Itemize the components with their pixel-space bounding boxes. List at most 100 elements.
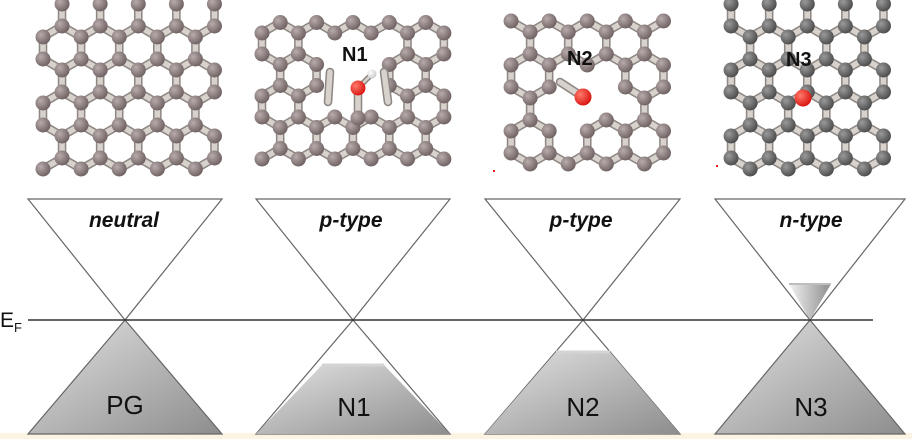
carbon-atom <box>345 141 361 156</box>
carbon-atom <box>206 62 222 78</box>
carbon-atom <box>598 24 614 40</box>
carbon-atom <box>856 117 872 133</box>
carbon-atom <box>111 29 127 45</box>
carbon-atom <box>149 95 165 111</box>
carbon-atom <box>780 117 796 133</box>
carbon-atom <box>130 150 146 166</box>
carbon-atom <box>381 15 397 30</box>
carbon-atom <box>418 78 434 93</box>
stray-mark <box>716 165 718 167</box>
carbon-atom <box>579 145 595 161</box>
n2-type-label: p-type <box>549 209 613 232</box>
carbon-atom <box>837 18 853 34</box>
carbon-atom <box>130 128 146 144</box>
carbon-atom <box>723 62 739 78</box>
carbon-atom <box>799 128 815 144</box>
n3-upper-cone <box>713 198 907 321</box>
hydrogen-atom <box>367 69 377 79</box>
carbon-atom <box>54 0 70 12</box>
carbon-atom <box>54 84 70 100</box>
carbon-atom <box>723 150 739 166</box>
carbon-atom <box>875 62 891 78</box>
carbon-atom <box>761 128 777 144</box>
carbon-atom <box>290 151 306 167</box>
carbon-atom <box>35 117 51 133</box>
carbon-atom <box>254 151 270 167</box>
carbon-atom <box>436 109 452 125</box>
nitrogen-atom <box>794 89 812 107</box>
carbon-atom <box>290 88 306 104</box>
carbon-atom <box>636 90 652 106</box>
carbon-atom <box>541 145 557 161</box>
carbon-atom <box>436 88 452 104</box>
carbon-atom <box>799 62 815 78</box>
carbon-atom <box>742 29 758 45</box>
carbon-atom <box>35 161 51 177</box>
carbon-atom <box>363 25 379 41</box>
carbon-atom <box>837 150 853 166</box>
carbon-atom <box>761 62 777 78</box>
carbon-atom <box>111 117 127 133</box>
carbon-atom <box>309 78 325 93</box>
carbon-atom <box>92 0 108 12</box>
carbon-atom <box>742 95 758 111</box>
n3-cone-label: N3 <box>794 392 827 422</box>
n1-upper-cone <box>254 198 452 321</box>
bottom-strip <box>0 433 912 439</box>
carbon-atom <box>73 117 89 133</box>
carbon-atom <box>522 24 538 40</box>
carbon-atom <box>206 18 222 34</box>
carbon-atom <box>418 57 434 72</box>
fermi-level-subscript: F <box>14 320 22 335</box>
carbon-atom <box>363 109 379 125</box>
carbon-atom <box>780 161 796 177</box>
carbon-atom <box>418 141 434 156</box>
carbon-atom <box>363 151 379 167</box>
n1-lower-cone <box>254 319 452 435</box>
carbon-atom <box>780 29 796 45</box>
carbon-atom <box>168 0 184 12</box>
carbon-atom <box>309 15 325 30</box>
n1-atom-label: N1 <box>342 44 368 66</box>
carbon-atom <box>655 79 671 95</box>
carbon-atom <box>168 62 184 78</box>
carbon-atom <box>503 13 519 29</box>
n1-cone-label: N1 <box>337 392 370 422</box>
n3-atom-label: N3 <box>786 49 812 71</box>
n3-filled-conduction-region <box>789 284 831 320</box>
carbon-atom <box>761 0 777 12</box>
carbon-atom <box>560 156 576 172</box>
carbon-atom <box>73 95 89 111</box>
carbon-atom <box>723 18 739 34</box>
carbon-atom <box>73 29 89 45</box>
carbon-atom <box>187 117 203 133</box>
carbon-atom <box>130 84 146 100</box>
pg-upper-cone <box>26 198 224 321</box>
nitrogen-atom <box>574 88 592 106</box>
carbon-atom <box>761 18 777 34</box>
carbon-atom <box>856 161 872 177</box>
carbon-atom <box>149 117 165 133</box>
carbon-atom <box>598 46 614 62</box>
carbon-atom <box>636 46 652 62</box>
carbon-atom <box>799 150 815 166</box>
carbon-atom <box>418 120 434 135</box>
carbon-atom <box>617 145 633 161</box>
carbon-atom <box>799 18 815 34</box>
carbon-atom <box>503 57 519 73</box>
carbon-atom <box>73 51 89 67</box>
carbon-atom <box>381 141 397 156</box>
carbon-atom <box>875 18 891 34</box>
pristine-graphene-structure <box>35 0 222 177</box>
carbon-atom <box>309 120 325 135</box>
carbon-atom <box>345 15 361 30</box>
carbon-atom <box>54 150 70 166</box>
carbon-atom <box>818 161 834 177</box>
pg-lower-cone <box>26 319 224 435</box>
carbon-atom <box>818 117 834 133</box>
carbon-atom <box>35 95 51 111</box>
carbon-atom <box>541 13 557 29</box>
carbon-atom <box>655 145 671 161</box>
